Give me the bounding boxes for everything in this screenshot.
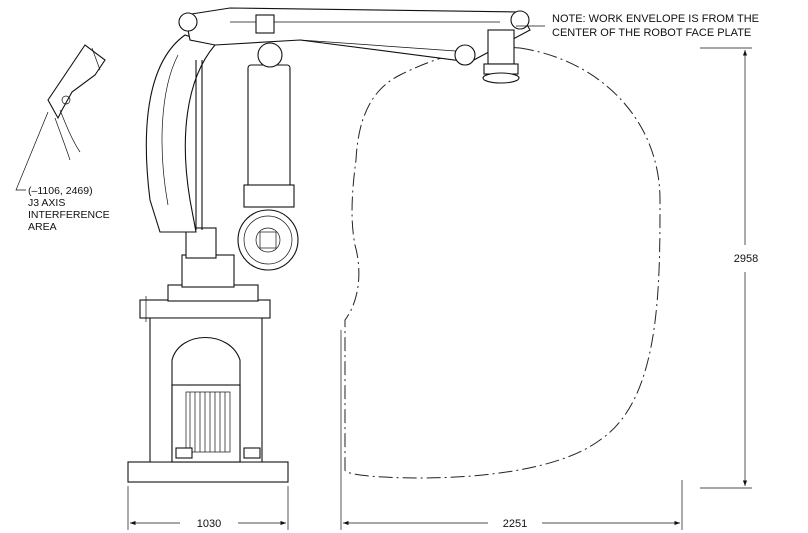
dim-base-width [127, 486, 289, 530]
work-envelope-outline [344, 47, 661, 479]
dim-height [700, 47, 752, 489]
robot-turntable [167, 227, 259, 302]
dim-reach-label: 2251 [503, 518, 527, 530]
upper-arm [178, 7, 531, 66]
dim-height-label: 2958 [734, 253, 758, 265]
callout-axis: J3 AXIS [28, 197, 65, 209]
robot-base [127, 296, 289, 483]
j3-interference-sketch [47, 44, 106, 161]
dim-base-width-label: 1030 [197, 518, 221, 530]
wrist-faceplate [482, 29, 520, 84]
note-line-2: CENTER OF THE ROBOT FACE PLATE [552, 27, 751, 39]
j2-gear-assembly [237, 209, 299, 271]
j3-motor [243, 42, 295, 208]
lower-arm [145, 34, 216, 233]
base-vent-grille [185, 391, 231, 453]
callout-interference: INTERFERENCE [28, 209, 110, 221]
callout-leader-line [15, 111, 49, 191]
callout-area: AREA [28, 221, 57, 233]
dim-reach [340, 330, 683, 530]
callout-coordinates: (–1106, 2469) [28, 185, 93, 197]
note-line-1: NOTE: WORK ENVELOPE IS FROM THE [552, 13, 759, 25]
